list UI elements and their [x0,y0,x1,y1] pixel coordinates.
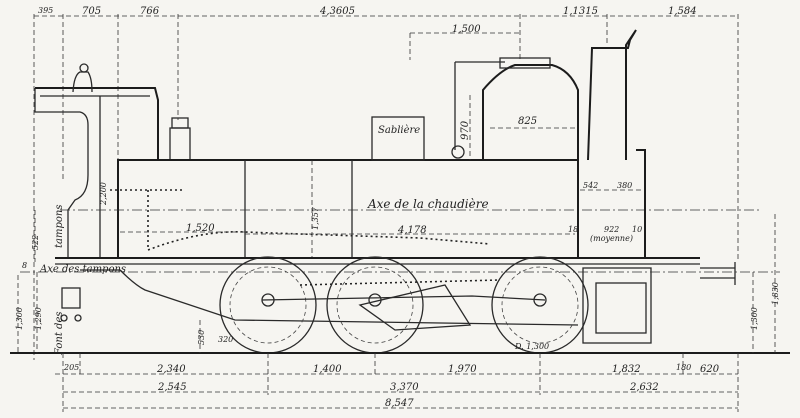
dim-1-300-right: 1,300 [750,307,759,330]
dim-1-290: 1,290 [34,307,43,330]
dim-395: 395 [38,6,53,15]
dim-2-545: 2,545 [157,382,187,393]
dim-620: 620 [700,364,720,375]
dim-522: 522 [31,235,40,250]
chimney [577,29,646,259]
moyenne-note: (moyenne) [590,234,633,243]
dim-4-178: 4,178 [397,225,427,236]
dim-542: 542 [583,181,598,190]
dim-10: 10 [632,225,642,234]
dim-2-340: 2,340 [156,364,186,375]
dim-1-832: 1,832 [612,364,641,375]
tampons-label: tampons [54,205,65,248]
dim-1-300-left: 1,300 [15,307,24,330]
buffer-axis-label: Axe des tampons [39,264,126,275]
dim-380: 380 [617,181,632,190]
dim-922: 922 [604,225,619,234]
dim-1-357: 1,357 [311,206,320,230]
dim-530: 530 [197,330,206,345]
dim-205: 205 [63,363,79,372]
dim-18: 18 [568,225,578,234]
safety-valve [165,117,196,161]
dim-1-1315: 1,1315 [563,6,598,17]
top-extension-lines [33,14,739,360]
wheels [219,256,589,354]
dim-1-584: 1,584 [668,6,697,17]
dim-1-970: 1,970 [448,364,477,375]
frame [55,257,736,344]
dim-8-547: 8,547 [385,398,414,409]
font-des-label: Font des [54,311,65,356]
wheel-diameter: D. 1,300 [514,342,549,351]
dome-height-970: 970 [460,120,471,140]
dim-320: 320 [218,335,233,344]
dim-180: 180 [676,363,691,372]
dim-1-500: 1,500 [452,24,481,35]
dim-766: 766 [140,6,160,17]
top-dimension-line [34,15,738,34]
dim-2-200: 2,200 [99,182,108,206]
left-buffer [60,287,82,322]
dim-2-632: 2,632 [629,382,659,393]
dome-width-825: 825 [518,116,537,127]
dim-4-3605: 4,3605 [319,6,355,17]
dome [451,57,579,160]
dim-1-400: 1,400 [313,364,342,375]
sandbox-label: Sablière [378,125,420,136]
dim-1-830: 1,830 [771,282,780,305]
dim-705: 705 [82,6,101,17]
dim-8: 8 [22,261,27,270]
dim-3-370: 3,370 [390,382,419,393]
boiler-axis-label: Axe de la chaudière [367,197,489,211]
bottom-dimension-lines [55,353,739,412]
dim-1-520: 1,520 [186,223,215,234]
sandbox [371,116,425,161]
